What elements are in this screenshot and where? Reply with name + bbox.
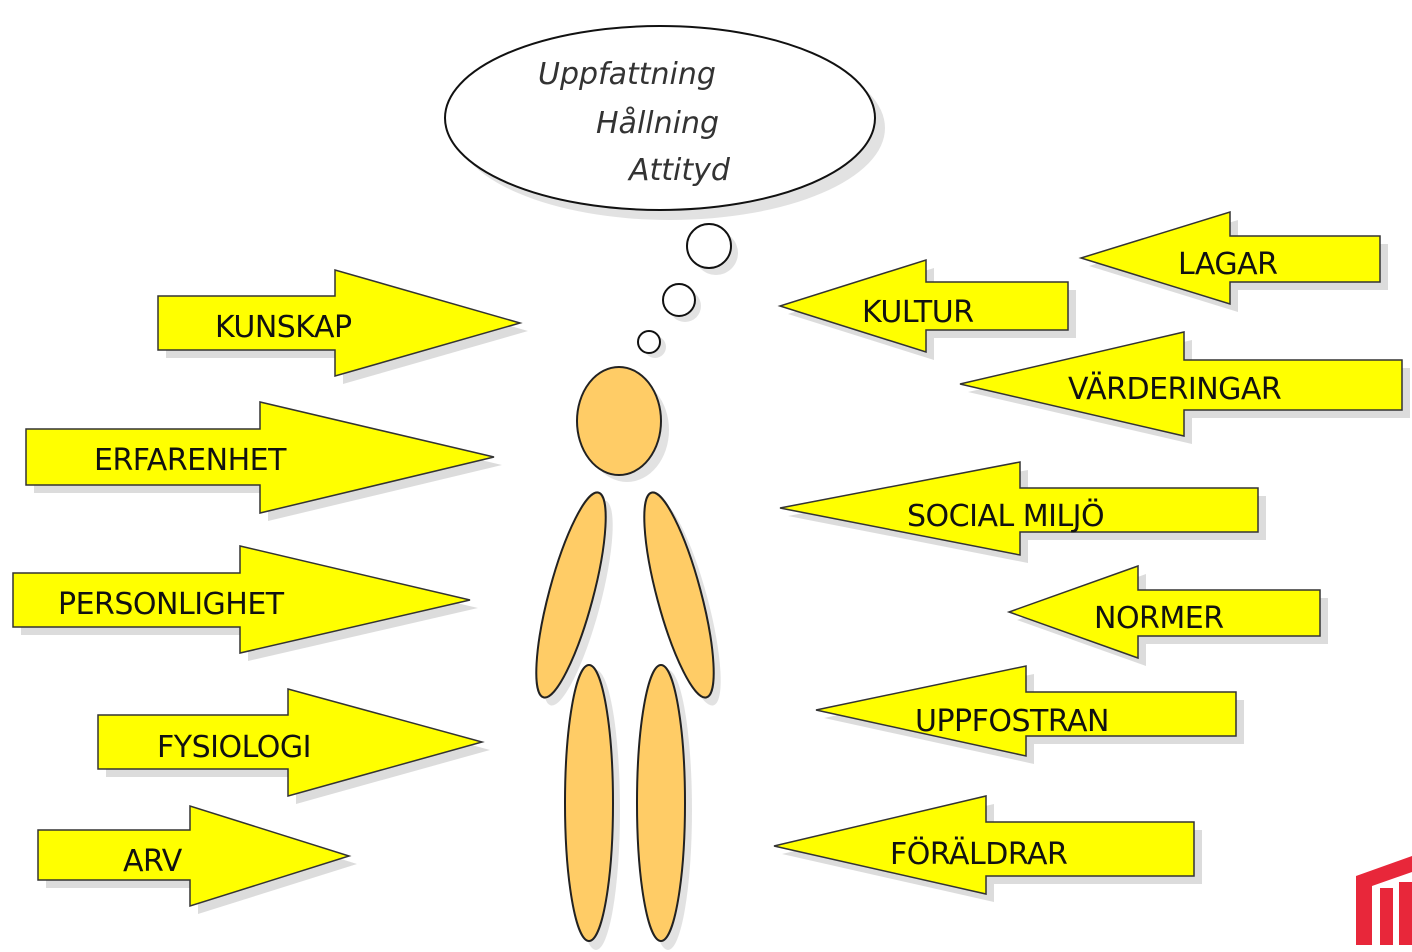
right-arrow-social-miljo: SOCIAL MILJÖ	[779, 461, 1266, 563]
arrow-label: VÄRDERINGAR	[1068, 371, 1281, 407]
figure-head	[576, 366, 662, 476]
arrow-label: ERFARENHET	[94, 443, 287, 478]
right-arrow-lagar: LAGAR	[1078, 210, 1388, 312]
figure-right-leg	[636, 664, 686, 942]
figure-right-arm	[643, 491, 715, 699]
thought-line-2: Hållning	[596, 106, 719, 141]
thought-circle-small	[637, 330, 661, 354]
right-arrow-normer: NORMER	[1006, 564, 1328, 666]
arrow-label: NORMER	[1094, 601, 1224, 636]
arrow-label: LAGAR	[1178, 247, 1278, 282]
thought-trail	[637, 223, 738, 358]
thought-bubble	[444, 25, 876, 211]
left-arrow-arv: ARV	[37, 804, 357, 914]
arrow-label: UPPFOSTRAN	[915, 704, 1109, 739]
figure-left-arm	[535, 491, 607, 699]
left-arrow-personlighet: PERSONLIGHET	[12, 545, 478, 661]
arrow-label: FYSIOLOGI	[157, 730, 311, 765]
arrow-label: SOCIAL MILJÖ	[907, 498, 1104, 534]
left-arrow-fysiologi: FYSIOLOGI	[97, 688, 490, 804]
right-arrow-uppfostran: UPPFOSTRAN	[815, 665, 1244, 764]
right-arrow-kultur: KULTUR	[777, 258, 1076, 360]
left-arrow-kunskap: KUNSKAP	[157, 269, 528, 384]
brand-logo-icon	[1356, 856, 1412, 945]
thought-circle-large	[686, 223, 732, 269]
right-arrow-foraldrar: FÖRÄLDRAR	[773, 795, 1202, 902]
arrow-label: FÖRÄLDRAR	[890, 836, 1067, 872]
arrow-label: KULTUR	[862, 295, 974, 330]
thought-line-3: Attityd	[627, 153, 731, 188]
right-arrow-varderingar: VÄRDERINGAR	[959, 331, 1410, 444]
arrow-label: KUNSKAP	[215, 310, 352, 345]
person-figure-icon	[535, 366, 721, 950]
thought-line-1: Uppfattning	[538, 57, 716, 92]
thought-cloud: Uppfattning Hållning Attityd	[444, 25, 885, 220]
figure-left-leg	[564, 664, 614, 942]
left-arrow-erfarenhet: ERFARENHET	[25, 401, 502, 521]
arrow-label: ARV	[123, 844, 183, 879]
arrow-label: PERSONLIGHET	[58, 587, 285, 622]
thought-circle-medium	[662, 283, 696, 317]
